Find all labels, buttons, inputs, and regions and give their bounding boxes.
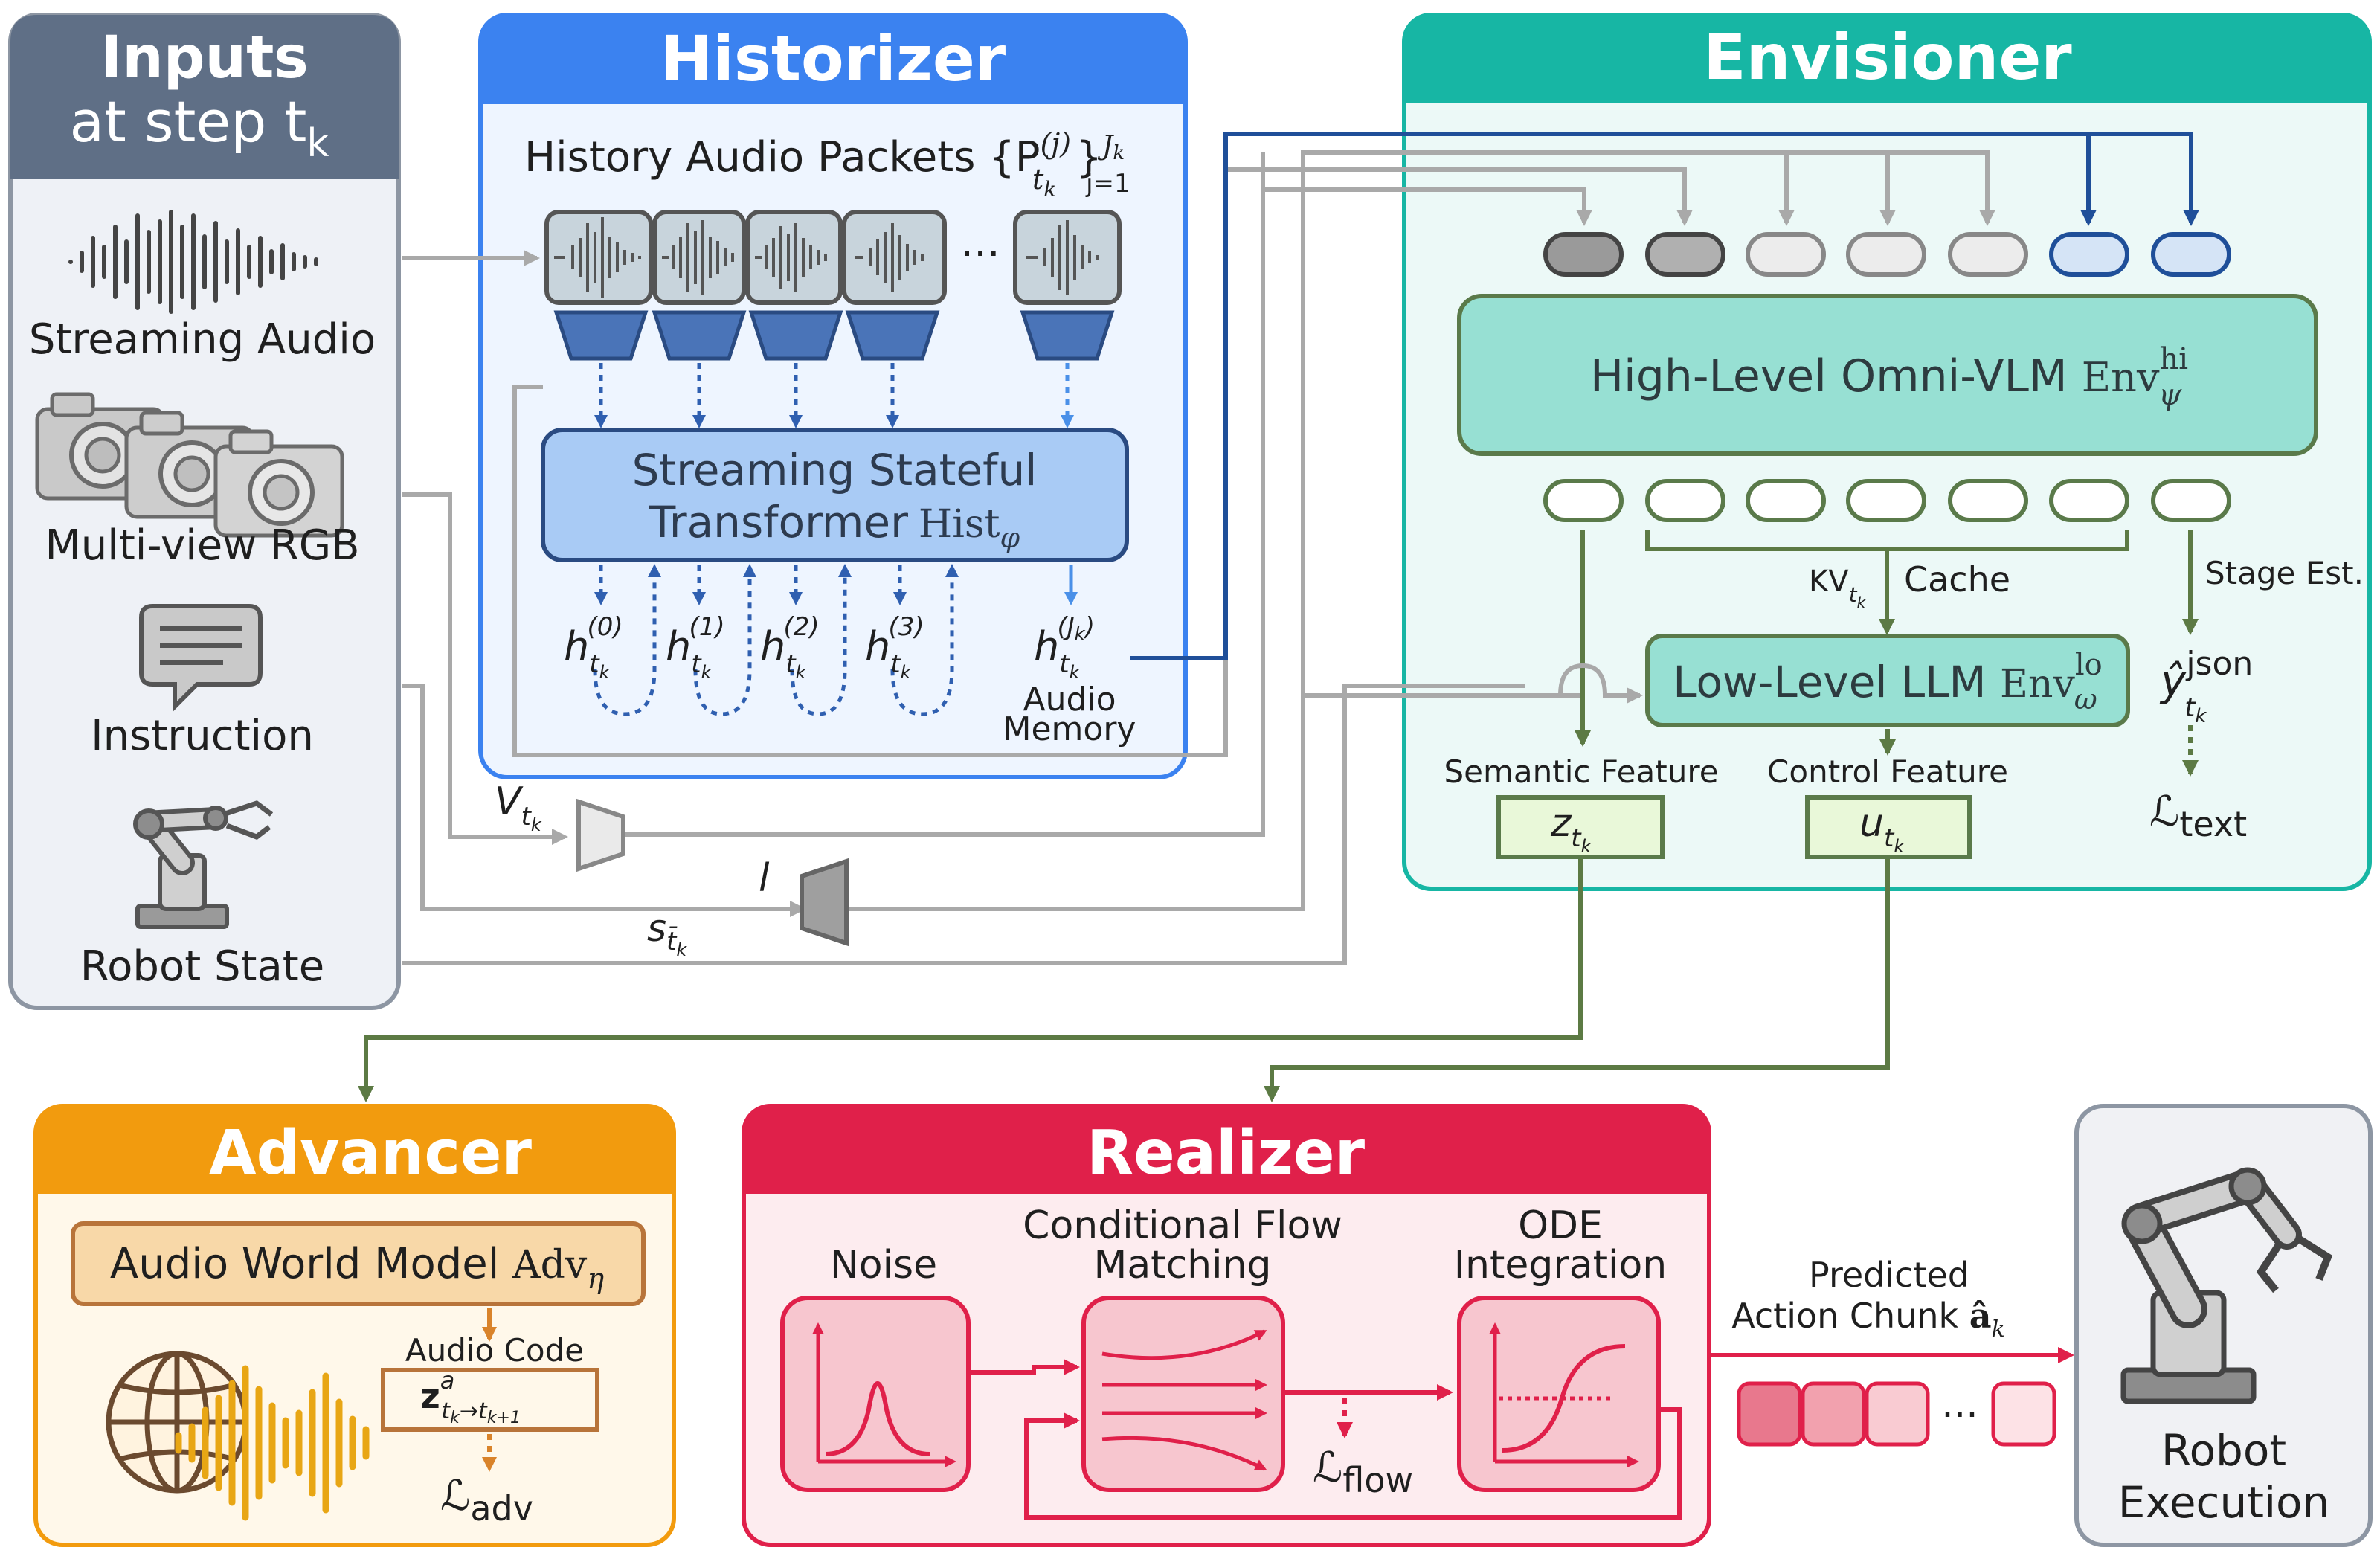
advancer-title: Advancer (209, 1118, 533, 1189)
predicted-line2: Action Chunk âk (1731, 1296, 2005, 1343)
ode-plot (1457, 1296, 1661, 1492)
control-feature-value: utk (1859, 801, 1905, 857)
instruction-label: Instruction (91, 712, 314, 760)
robot-execution-panel: Robot Execution (2074, 1104, 2373, 1547)
inputs-panel: Inputs at step tk Streaming Audio (8, 13, 401, 1010)
envisioner-title: Envisioner (1703, 21, 2072, 94)
audio-code-label: Audio Code (405, 1332, 584, 1369)
transformer-line1: Streaming Stateful (632, 445, 1038, 495)
audio-memory-line2: Memory (1003, 710, 1136, 748)
audio-packet (1013, 210, 1122, 305)
semantic-feature-label: Semantic Feature (1444, 753, 1718, 790)
noise-plot (780, 1296, 971, 1492)
output-token-list (1543, 479, 2231, 522)
action-token-list (1737, 1381, 2056, 1447)
flow-loss: ℒflow (1313, 1444, 1413, 1500)
ode-line1: ODE (1518, 1203, 1603, 1248)
robot-execution-line1: Robot (2161, 1425, 2286, 1476)
streaming-stateful-transformer (541, 428, 1129, 562)
predicted-line1: Predicted (1809, 1255, 1969, 1295)
cache-label: Cache (1904, 559, 2010, 599)
hidden-state-3: htk(3) (865, 612, 924, 683)
audio-packet-list: ··· (544, 210, 1122, 305)
historizer-title: Historizer (660, 22, 1006, 95)
language-encoder-label: l (759, 856, 770, 901)
hidden-state-list: htk(0) htk(1) htk(2) htk(3) htk(Jk) (564, 612, 1095, 683)
historizer-panel: Historizer History Audio Packets {P(j)tk… (478, 13, 1188, 779)
action-token-ellipsis: ··· (1941, 1393, 1978, 1438)
inputs-title-line2: at step tk (69, 89, 329, 166)
audio-world-model-label: Audio World Model Advη (110, 1240, 604, 1295)
encoder-to-transformer-arrows (594, 363, 1074, 428)
flow-matching-plot (1081, 1296, 1285, 1492)
multiview-rgb-label: Multi-view RGB (45, 521, 359, 570)
packet-ellipsis: ··· (960, 230, 1000, 278)
audio-packet (544, 210, 653, 305)
audio-wave-icon (175, 1365, 370, 1521)
audio-packet (652, 210, 746, 305)
globe-icon (106, 1351, 248, 1494)
audio-world-model (71, 1221, 646, 1306)
ode-line2: Integration (1454, 1243, 1667, 1287)
robot-execution-line2: Execution (2118, 1477, 2330, 1528)
packet-encoder-list (553, 310, 1115, 361)
input-token-list (1543, 232, 2231, 277)
audio-code-box (381, 1368, 599, 1432)
kv-cache-bracket (1645, 530, 2129, 632)
hidden-state-last: htk(Jk) (1034, 612, 1095, 683)
kv-cache-label: KVtk (1809, 565, 1867, 611)
advancer-panel: Advancer Audio World Model Advη Audio Co… (33, 1104, 676, 1547)
semantic-feature-box (1496, 795, 1665, 859)
hidden-state-1: htk(1) (666, 612, 725, 683)
noise-label: Noise (830, 1243, 937, 1287)
hidden-state-2: htk(2) (760, 612, 820, 683)
robot-arm-icon (2120, 1167, 2333, 1404)
camera-icon (35, 392, 344, 538)
inputs-title-line1: Inputs (100, 25, 309, 91)
audio-packet (745, 210, 843, 305)
connector-lines (402, 132, 2199, 965)
realizer-title: Realizer (1087, 1118, 1366, 1189)
audio-packet (842, 210, 947, 305)
realizer-panel: Realizer Noise Conditional Flow Matching… (742, 1104, 1711, 1547)
recurrent-state-arrows (593, 564, 1078, 716)
vision-encoder-label: Vtk (495, 779, 542, 835)
robot-arm-icon (133, 800, 274, 929)
audio-memory-line1: Audio (1023, 681, 1116, 718)
feature-routing (358, 859, 1890, 1102)
semantic-feature-value: ztk (1550, 801, 1592, 857)
vision-encoder: Vtk (495, 779, 625, 872)
cfm-line1: Conditional Flow (1023, 1203, 1342, 1248)
robot-state-label: Robot State (80, 942, 324, 991)
high-level-omni-vlm (1457, 294, 2318, 456)
control-feature-label: Control Feature (1767, 753, 2008, 790)
cfm-line2: Matching (1093, 1243, 1271, 1287)
stage-est-label: Stage Est. (2205, 555, 2364, 591)
waveform-icon (68, 210, 318, 314)
robot-state-token-label: st̄k (647, 907, 687, 960)
realizer-arrows (971, 1359, 1682, 1520)
chat-bubble-icon (139, 604, 263, 713)
hidden-state-0: htk(0) (564, 612, 623, 683)
advancer-loss: ℒadv (440, 1472, 533, 1528)
text-loss: ℒtext (2149, 788, 2247, 844)
action-chunk-output: Predicted Action Chunk âk ··· (1711, 1255, 2074, 1447)
streaming-audio-label: Streaming Audio (29, 315, 376, 364)
low-level-llm (1645, 634, 2130, 727)
language-encoder: l st̄k (647, 856, 849, 960)
control-feature-box (1805, 795, 1972, 859)
